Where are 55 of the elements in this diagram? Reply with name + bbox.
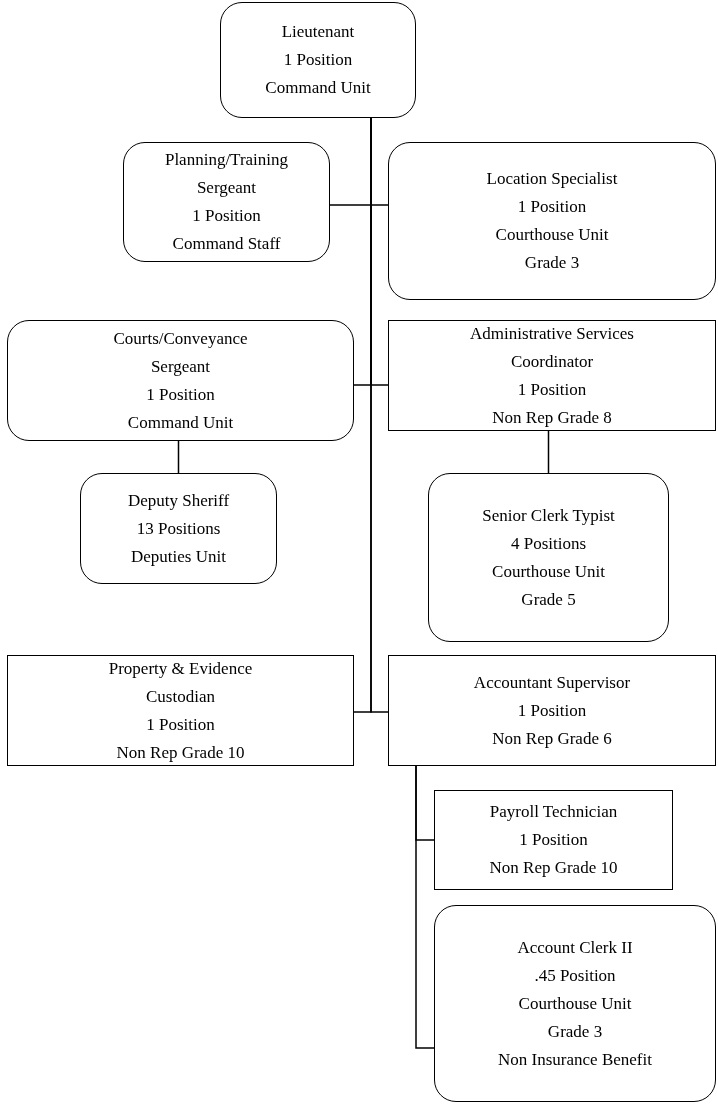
position-text: Lieutenant [281, 21, 355, 43]
position-text: Non Insurance Benefit [498, 1048, 652, 1071]
position-text: 1 Position [519, 829, 588, 851]
position-text: Sergeant [150, 355, 211, 378]
position-text: Grade 3 [547, 1020, 603, 1043]
position-text: Grade 5 [521, 588, 576, 611]
position-text: Non Rep Grade 6 [492, 727, 612, 750]
position-text: Courthouse Unit [492, 560, 605, 583]
connector-line [547, 430, 550, 474]
position-text: Grade 3 [524, 252, 580, 274]
position-text: 1 Position [283, 49, 353, 71]
position-text: Planning/Training [164, 149, 289, 171]
position-text: 1 Position [517, 699, 587, 722]
position-text: Location Specialist [486, 168, 618, 190]
position-text: Deputy Sheriff [127, 489, 230, 512]
position-text: 1 Position [146, 713, 215, 736]
position-text: 1 Position [192, 205, 261, 227]
position-text: Non Rep Grade 10 [489, 857, 618, 879]
position-text: Command Staff [172, 233, 281, 255]
position-text: 1 Position [517, 378, 587, 401]
position-box [388, 655, 716, 766]
position-text: Custodian [146, 685, 215, 708]
position-text: Accountant Supervisor [473, 671, 631, 694]
position-text: .45 Position [534, 964, 616, 987]
position-text: Courthouse Unit [518, 992, 632, 1015]
position-box [7, 655, 354, 766]
position-text: Account Clerk II [517, 936, 633, 959]
position-text: 4 Positions [510, 532, 587, 555]
rounded-position-box [80, 473, 277, 584]
position-box [434, 790, 673, 890]
rounded-position-box [220, 2, 416, 118]
position-box [388, 320, 716, 431]
position-text: Coordinator [510, 350, 594, 373]
position-text: 1 Position [146, 383, 215, 406]
position-text: Senior Clerk Typist [482, 504, 615, 527]
position-text: Command Unit [265, 77, 371, 99]
position-text: Courthouse Unit [495, 224, 609, 246]
position-text: Deputies Unit [131, 545, 226, 568]
rounded-position-box [123, 142, 330, 262]
position-text: 13 Positions [136, 517, 221, 540]
position-text: Non Rep Grade 8 [492, 406, 612, 429]
position-text: Command Unit [127, 411, 234, 434]
rounded-position-box [428, 473, 669, 642]
position-text: Courts/Conveyance [113, 327, 248, 350]
position-text: Property & Evidence [108, 657, 253, 680]
rounded-position-box [388, 142, 716, 300]
position-text: Sergeant [196, 177, 257, 199]
rounded-position-box [7, 320, 354, 441]
position-text: Non Rep Grade 10 [116, 741, 245, 764]
position-text: 1 Position [517, 196, 587, 218]
position-text: Payroll Technician [489, 801, 618, 823]
connector-line [415, 765, 435, 1049]
position-text: Administrative Services [470, 322, 634, 345]
rounded-position-box [434, 905, 716, 1102]
connector-line [177, 440, 180, 474]
